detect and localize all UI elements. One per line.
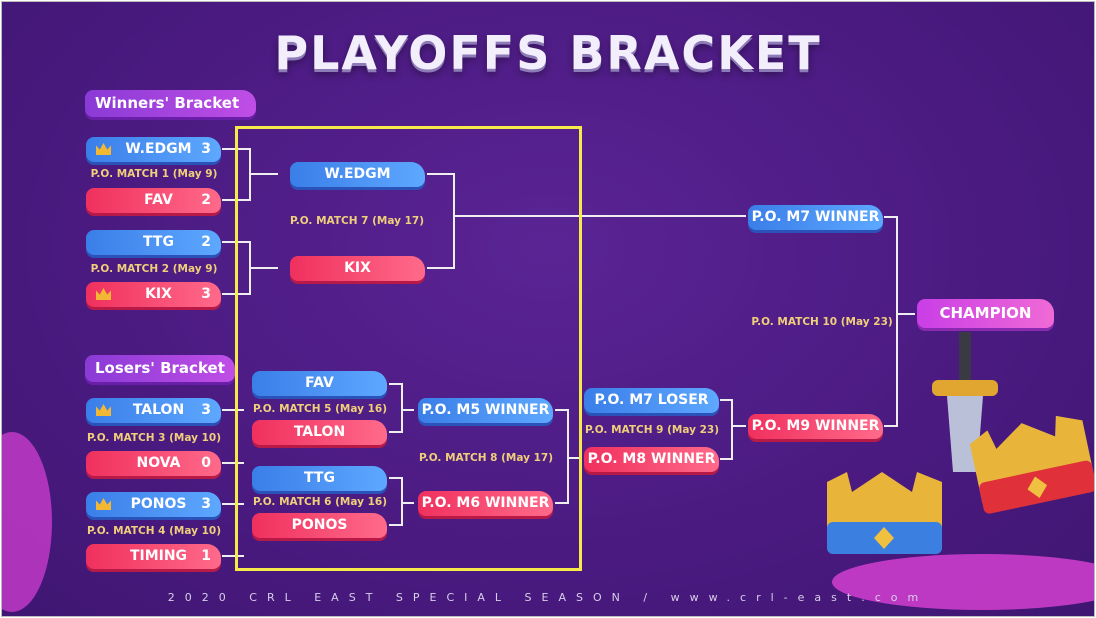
match-label: P.O. MATCH 5 (May 16): [252, 403, 388, 415]
team-score: 3: [201, 286, 211, 302]
team-score: 2: [201, 234, 211, 250]
team-slot: P.O. M5 WINNER: [418, 398, 553, 423]
team-name: W.EDGM: [125, 141, 192, 157]
match-label: P.O. MATCH 3 (May 10): [86, 432, 222, 444]
match-label: P.O. MATCH 4 (May 10): [86, 525, 222, 537]
team-score: 2: [201, 192, 211, 208]
team-name: PONOS: [130, 496, 187, 512]
team-name: FAV: [305, 375, 334, 391]
team-score: 1: [201, 548, 211, 564]
match-label: P.O. MATCH 2 (May 9): [90, 263, 218, 275]
match-label: P.O. MATCH 10 (May 23): [751, 316, 893, 328]
team-slot: KIX: [290, 256, 425, 281]
team-slot: W.EDGM: [290, 162, 425, 187]
team-slot: TIMING 1: [86, 544, 221, 569]
team-name: TALON: [293, 424, 346, 440]
team-name: PONOS: [291, 517, 348, 533]
red-crown-icon: [969, 415, 1094, 514]
blue-crown-icon: [827, 472, 942, 554]
team-name: NOVA: [136, 455, 181, 471]
team-slot: TALON: [252, 420, 387, 445]
team-score: 3: [201, 141, 211, 157]
team-slot: PONOS 3: [86, 492, 221, 517]
team-slot: TTG: [252, 466, 387, 491]
team-name: TTG: [143, 234, 174, 250]
team-slot: P.O. M7 WINNER: [748, 205, 883, 230]
team-name: P.O. M7 WINNER: [751, 209, 880, 225]
team-score: 0: [201, 455, 211, 471]
page-title: PLAYOFFS BRACKET: [274, 26, 822, 80]
team-slot: P.O. M8 WINNER: [584, 447, 719, 472]
team-name: TALON: [132, 402, 185, 418]
team-slot: TALON 3: [86, 398, 221, 423]
team-slot: TTG 2: [86, 230, 221, 255]
footer-text: 2020 CRL EAST SPECIAL SEASON / www.crl-e…: [167, 591, 929, 604]
team-name: TTG: [304, 470, 335, 486]
team-slot: P.O. M9 WINNER: [748, 414, 883, 439]
team-name: P.O. M6 WINNER: [421, 495, 550, 511]
team-slot: FAV 2: [86, 188, 221, 213]
team-slot: P.O. M6 WINNER: [418, 491, 553, 516]
match-label: P.O. MATCH 6 (May 16): [252, 496, 388, 508]
team-name: TIMING: [129, 548, 188, 564]
highlight-rectangle: [235, 126, 582, 571]
team-slot: PONOS: [252, 513, 387, 538]
team-score: 3: [201, 402, 211, 418]
team-slot: KIX 3: [86, 282, 221, 307]
winners-bracket-label: Winners' Bracket: [85, 90, 256, 117]
match-label: P.O. MATCH 1 (May 9): [90, 168, 218, 180]
team-slot: FAV: [252, 371, 387, 396]
team-slot: P.O. M7 LOSER: [584, 388, 719, 413]
match-label: P.O. MATCH 9 (May 23): [584, 424, 720, 436]
team-name: KIX: [145, 286, 172, 302]
team-name: W.EDGM: [324, 166, 391, 182]
match-label: P.O. MATCH 8 (May 17): [418, 452, 554, 464]
losers-bracket-label: Losers' Bracket: [85, 355, 235, 382]
match-label: P.O. MATCH 7 (May 17): [289, 215, 425, 227]
team-slot: W.EDGM 3: [86, 137, 221, 162]
team-name: P.O. M7 LOSER: [594, 392, 709, 408]
team-name: P.O. M8 WINNER: [587, 451, 716, 467]
team-score: 3: [201, 496, 211, 512]
team-name: P.O. M5 WINNER: [421, 402, 550, 418]
team-name: P.O. M9 WINNER: [751, 418, 880, 434]
team-slot: NOVA 0: [86, 451, 221, 476]
team-name: KIX: [344, 260, 371, 276]
champion-badge: CHAMPION: [917, 299, 1054, 328]
team-name: FAV: [144, 192, 173, 208]
